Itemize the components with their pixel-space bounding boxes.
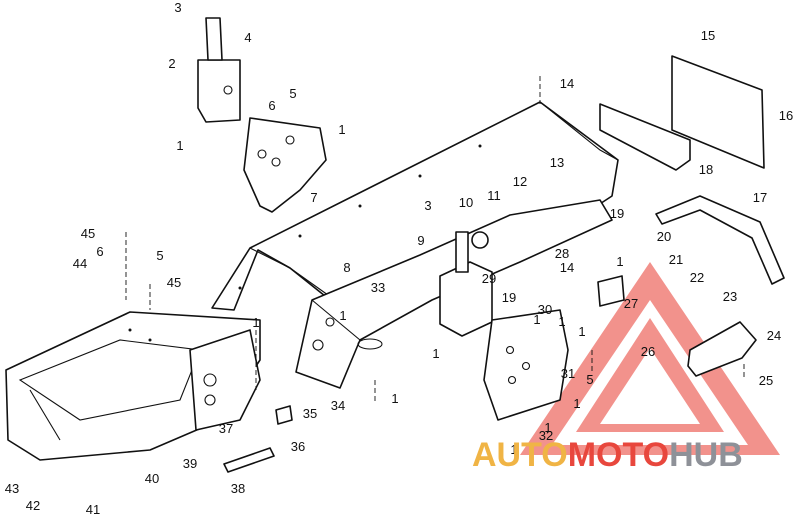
callout-c20: 20 (657, 229, 671, 244)
callout-c1k: 1 (544, 420, 551, 435)
callout-c39: 39 (183, 456, 197, 471)
callout-c31: 31 (561, 366, 575, 381)
callout-c14a: 14 (560, 76, 574, 91)
steering-post (439, 231, 493, 337)
callout-c18: 18 (699, 162, 713, 177)
callout-c3a: 3 (174, 0, 181, 15)
callout-c45a: 45 (81, 226, 95, 241)
callout-c29: 29 (482, 271, 496, 286)
callout-c38: 38 (231, 481, 245, 496)
callout-c19a: 19 (610, 206, 624, 221)
callout-c1e: 1 (533, 312, 540, 327)
callout-c33: 33 (371, 280, 385, 295)
callout-c25: 25 (759, 373, 773, 388)
side-panel-37 (189, 329, 261, 431)
callout-c22: 22 (690, 270, 704, 285)
callout-c1a: 1 (338, 122, 345, 137)
callout-c1i: 1 (391, 391, 398, 406)
callout-c1d: 1 (339, 308, 346, 323)
callout-c37: 37 (219, 421, 233, 436)
callout-c45b: 45 (167, 275, 181, 290)
callout-c1b: 1 (176, 138, 183, 153)
callout-c1h: 1 (432, 346, 439, 361)
callout-c36: 36 (291, 439, 305, 454)
callout-c5c: 5 (156, 248, 163, 263)
callout-c1f: 1 (558, 314, 565, 329)
callout-c2: 2 (168, 56, 175, 71)
bulkhead-plate (483, 309, 569, 421)
callout-c43: 43 (5, 481, 19, 496)
callout-c5a: 5 (289, 86, 296, 101)
watermark-text: AUTOMOTOHUB (472, 436, 743, 474)
callout-c44: 44 (73, 256, 87, 271)
callout-c40: 40 (145, 471, 159, 486)
callout-c1l: 1 (510, 442, 517, 457)
callout-c6a: 6 (268, 98, 275, 113)
callout-c23: 23 (723, 289, 737, 304)
callout-c9: 9 (417, 233, 424, 248)
snow-flap-15 (671, 55, 765, 169)
callout-c1j: 1 (573, 396, 580, 411)
callout-c13: 13 (550, 155, 564, 170)
callout-c15: 15 (701, 28, 715, 43)
callout-c34: 34 (331, 398, 345, 413)
callout-c16: 16 (779, 108, 793, 123)
callout-c28: 28 (555, 246, 569, 261)
mount-plate-7 (243, 117, 327, 213)
callout-c12: 12 (513, 174, 527, 189)
callout-c1m: 1 (252, 315, 259, 330)
callout-c5b: 5 (586, 372, 593, 387)
callout-c17: 17 (753, 190, 767, 205)
callout-c32: 32 (539, 428, 553, 443)
callout-c3b: 3 (424, 198, 431, 213)
callout-c27: 27 (624, 296, 638, 311)
callout-c41: 41 (86, 502, 100, 517)
callout-c19b: 19 (502, 290, 516, 305)
callout-c14b: 14 (560, 260, 574, 275)
callout-c21: 21 (669, 252, 683, 267)
watermark-auto: AUTO (472, 436, 568, 474)
front-frame (295, 199, 613, 389)
callout-c26: 26 (641, 344, 655, 359)
callout-c1g: 1 (578, 324, 585, 339)
callout-c8: 8 (343, 260, 350, 275)
callout-c35: 35 (303, 406, 317, 421)
tab-27 (597, 275, 625, 307)
rear-bracket-18 (599, 103, 691, 171)
watermark-hub: HUB (669, 436, 743, 474)
callout-c7: 7 (310, 190, 317, 205)
callout-c24: 24 (767, 328, 781, 343)
callout-c4: 4 (244, 30, 251, 45)
callout-c10: 10 (459, 195, 473, 210)
bracket-24 (687, 321, 757, 377)
callout-c6b: 6 (96, 244, 103, 259)
callout-c11: 11 (487, 188, 501, 203)
callout-c42: 42 (26, 498, 40, 513)
block-35 (275, 405, 293, 425)
rear-bumper-17 (655, 195, 785, 285)
strap-38 (223, 447, 275, 473)
upper-bracket (197, 17, 241, 123)
callout-c1c: 1 (616, 254, 623, 269)
leader-lines (125, 76, 745, 402)
callout-c30: 30 (538, 302, 552, 317)
watermark-logo-triangle (520, 262, 780, 455)
watermark-moto: MOTO (568, 436, 669, 474)
